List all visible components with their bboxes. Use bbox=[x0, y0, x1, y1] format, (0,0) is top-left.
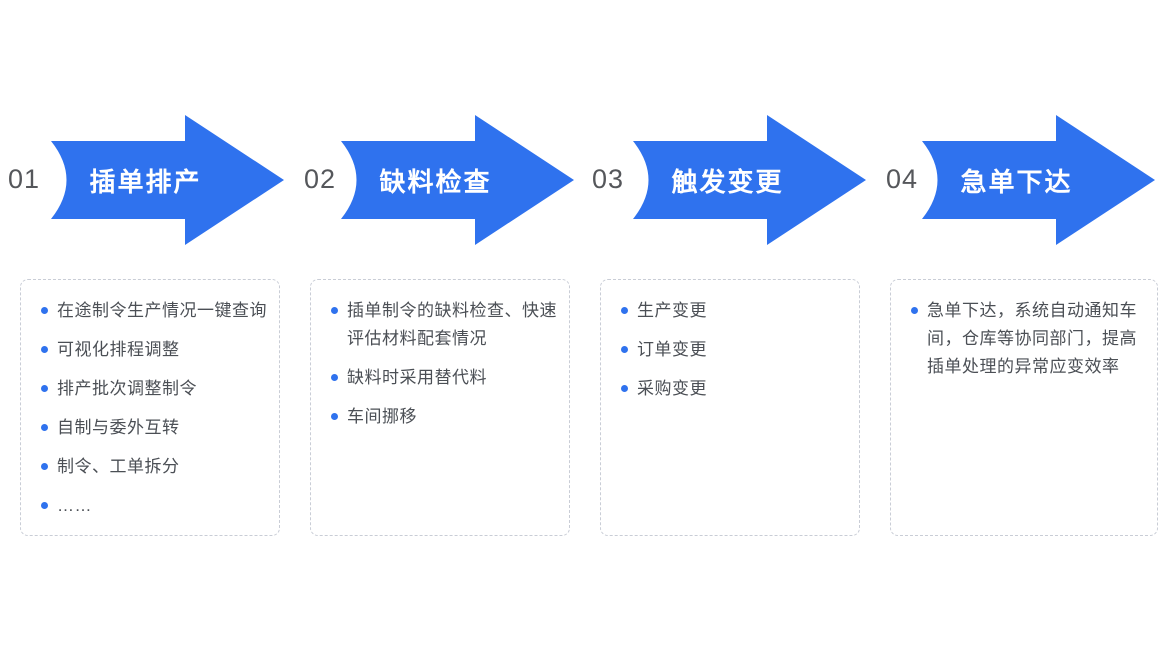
step-details-box: 急单下达，系统自动通知车间，仓库等协同部门，提高插单处理的异常应变效率 bbox=[890, 279, 1158, 536]
arrow-shape bbox=[51, 115, 284, 245]
step-number: 01 bbox=[8, 164, 41, 194]
bullet-dot-icon bbox=[621, 385, 628, 392]
process-step-column-4: 04 急单下达 急单下达，系统自动通知车间，仓库等协同部门，提高插单处理的异常应… bbox=[869, 0, 1169, 652]
bullet-item: 急单下达，系统自动通知车间，仓库等协同部门，提高插单处理的异常应变效率 bbox=[911, 297, 1151, 381]
process-step-column-2: 02 缺料检查 插单制令的缺料检查、快速评估材料配套情况 缺料时采用替代料 车间… bbox=[290, 0, 580, 652]
step-details-box: 插单制令的缺料检查、快速评估材料配套情况 缺料时采用替代料 车间挪移 bbox=[310, 279, 570, 536]
bullet-dot-icon bbox=[41, 424, 48, 431]
bullet-dot-icon bbox=[331, 307, 338, 314]
bullet-text: 缺料时采用替代料 bbox=[347, 368, 487, 387]
step-bullet-list: 插单制令的缺料检查、快速评估材料配套情况 缺料时采用替代料 车间挪移 bbox=[331, 297, 563, 431]
bullet-dot-icon bbox=[41, 385, 48, 392]
step-title: 急单下达 bbox=[960, 167, 1073, 197]
arrow-shape bbox=[341, 115, 574, 245]
step-title: 插单排产 bbox=[89, 167, 202, 197]
arrow-right-icon bbox=[919, 115, 1156, 245]
bullet-item: 制令、工单拆分 bbox=[41, 453, 273, 481]
bullet-dot-icon bbox=[331, 413, 338, 420]
bullet-dot-icon bbox=[621, 346, 628, 353]
step-bullet-list: 在途制令生产情况一键查询 可视化排程调整 排产批次调整制令 自制与委外互转 制令… bbox=[41, 297, 273, 520]
arrow-right-icon bbox=[338, 115, 575, 245]
bullet-text: 插单制令的缺料检查、快速评估材料配套情况 bbox=[347, 301, 557, 348]
bullet-item: 车间挪移 bbox=[331, 403, 563, 431]
bullet-text: …… bbox=[57, 496, 92, 515]
step-bullet-list: 生产变更 订单变更 采购变更 bbox=[621, 297, 853, 403]
step-details-box: 在途制令生产情况一键查询 可视化排程调整 排产批次调整制令 自制与委外互转 制令… bbox=[20, 279, 280, 536]
bullet-text: 急单下达，系统自动通知车间，仓库等协同部门，提高插单处理的异常应变效率 bbox=[927, 301, 1137, 376]
bullet-text: 制令、工单拆分 bbox=[57, 457, 180, 476]
bullet-item: 生产变更 bbox=[621, 297, 853, 325]
bullet-dot-icon bbox=[331, 374, 338, 381]
bullet-item: 排产批次调整制令 bbox=[41, 375, 273, 403]
process-step-column-1: 01 插单排产 在途制令生产情况一键查询 可视化排程调整 排产批次调整制令 自制… bbox=[0, 0, 290, 652]
bullet-text: 排产批次调整制令 bbox=[57, 379, 197, 398]
bullet-text: 可视化排程调整 bbox=[57, 340, 180, 359]
bullet-item: 采购变更 bbox=[621, 375, 853, 403]
bullet-text: 车间挪移 bbox=[347, 407, 417, 426]
arrow-right-icon bbox=[48, 115, 285, 245]
step-number: 02 bbox=[304, 164, 337, 194]
bullet-item: 订单变更 bbox=[621, 336, 853, 364]
bullet-item: …… bbox=[41, 492, 273, 520]
step-title: 缺料检查 bbox=[379, 167, 492, 197]
bullet-text: 采购变更 bbox=[637, 379, 707, 398]
step-number: 03 bbox=[592, 164, 625, 194]
bullet-dot-icon bbox=[41, 502, 48, 509]
step-bullet-list: 急单下达，系统自动通知车间，仓库等协同部门，提高插单处理的异常应变效率 bbox=[911, 297, 1151, 381]
bullet-item: 自制与委外互转 bbox=[41, 414, 273, 442]
process-step-column-3: 03 触发变更 生产变更 订单变更 采购变更 bbox=[580, 0, 870, 652]
bullet-item: 插单制令的缺料检查、快速评估材料配套情况 bbox=[331, 297, 563, 353]
bullet-text: 生产变更 bbox=[637, 301, 707, 320]
arrow-shape bbox=[922, 115, 1155, 245]
step-title: 触发变更 bbox=[671, 167, 784, 197]
bullet-item: 在途制令生产情况一键查询 bbox=[41, 297, 273, 325]
step-number: 04 bbox=[886, 164, 919, 194]
bullet-dot-icon bbox=[911, 307, 918, 314]
bullet-dot-icon bbox=[41, 307, 48, 314]
bullet-dot-icon bbox=[41, 346, 48, 353]
arrow-right-icon bbox=[630, 115, 867, 245]
bullet-dot-icon bbox=[41, 463, 48, 470]
bullet-text: 订单变更 bbox=[637, 340, 707, 359]
bullet-text: 在途制令生产情况一键查询 bbox=[57, 301, 267, 320]
arrow-shape bbox=[633, 115, 866, 245]
bullet-dot-icon bbox=[621, 307, 628, 314]
bullet-item: 可视化排程调整 bbox=[41, 336, 273, 364]
bullet-item: 缺料时采用替代料 bbox=[331, 364, 563, 392]
bullet-text: 自制与委外互转 bbox=[57, 418, 180, 437]
step-details-box: 生产变更 订单变更 采购变更 bbox=[600, 279, 860, 536]
